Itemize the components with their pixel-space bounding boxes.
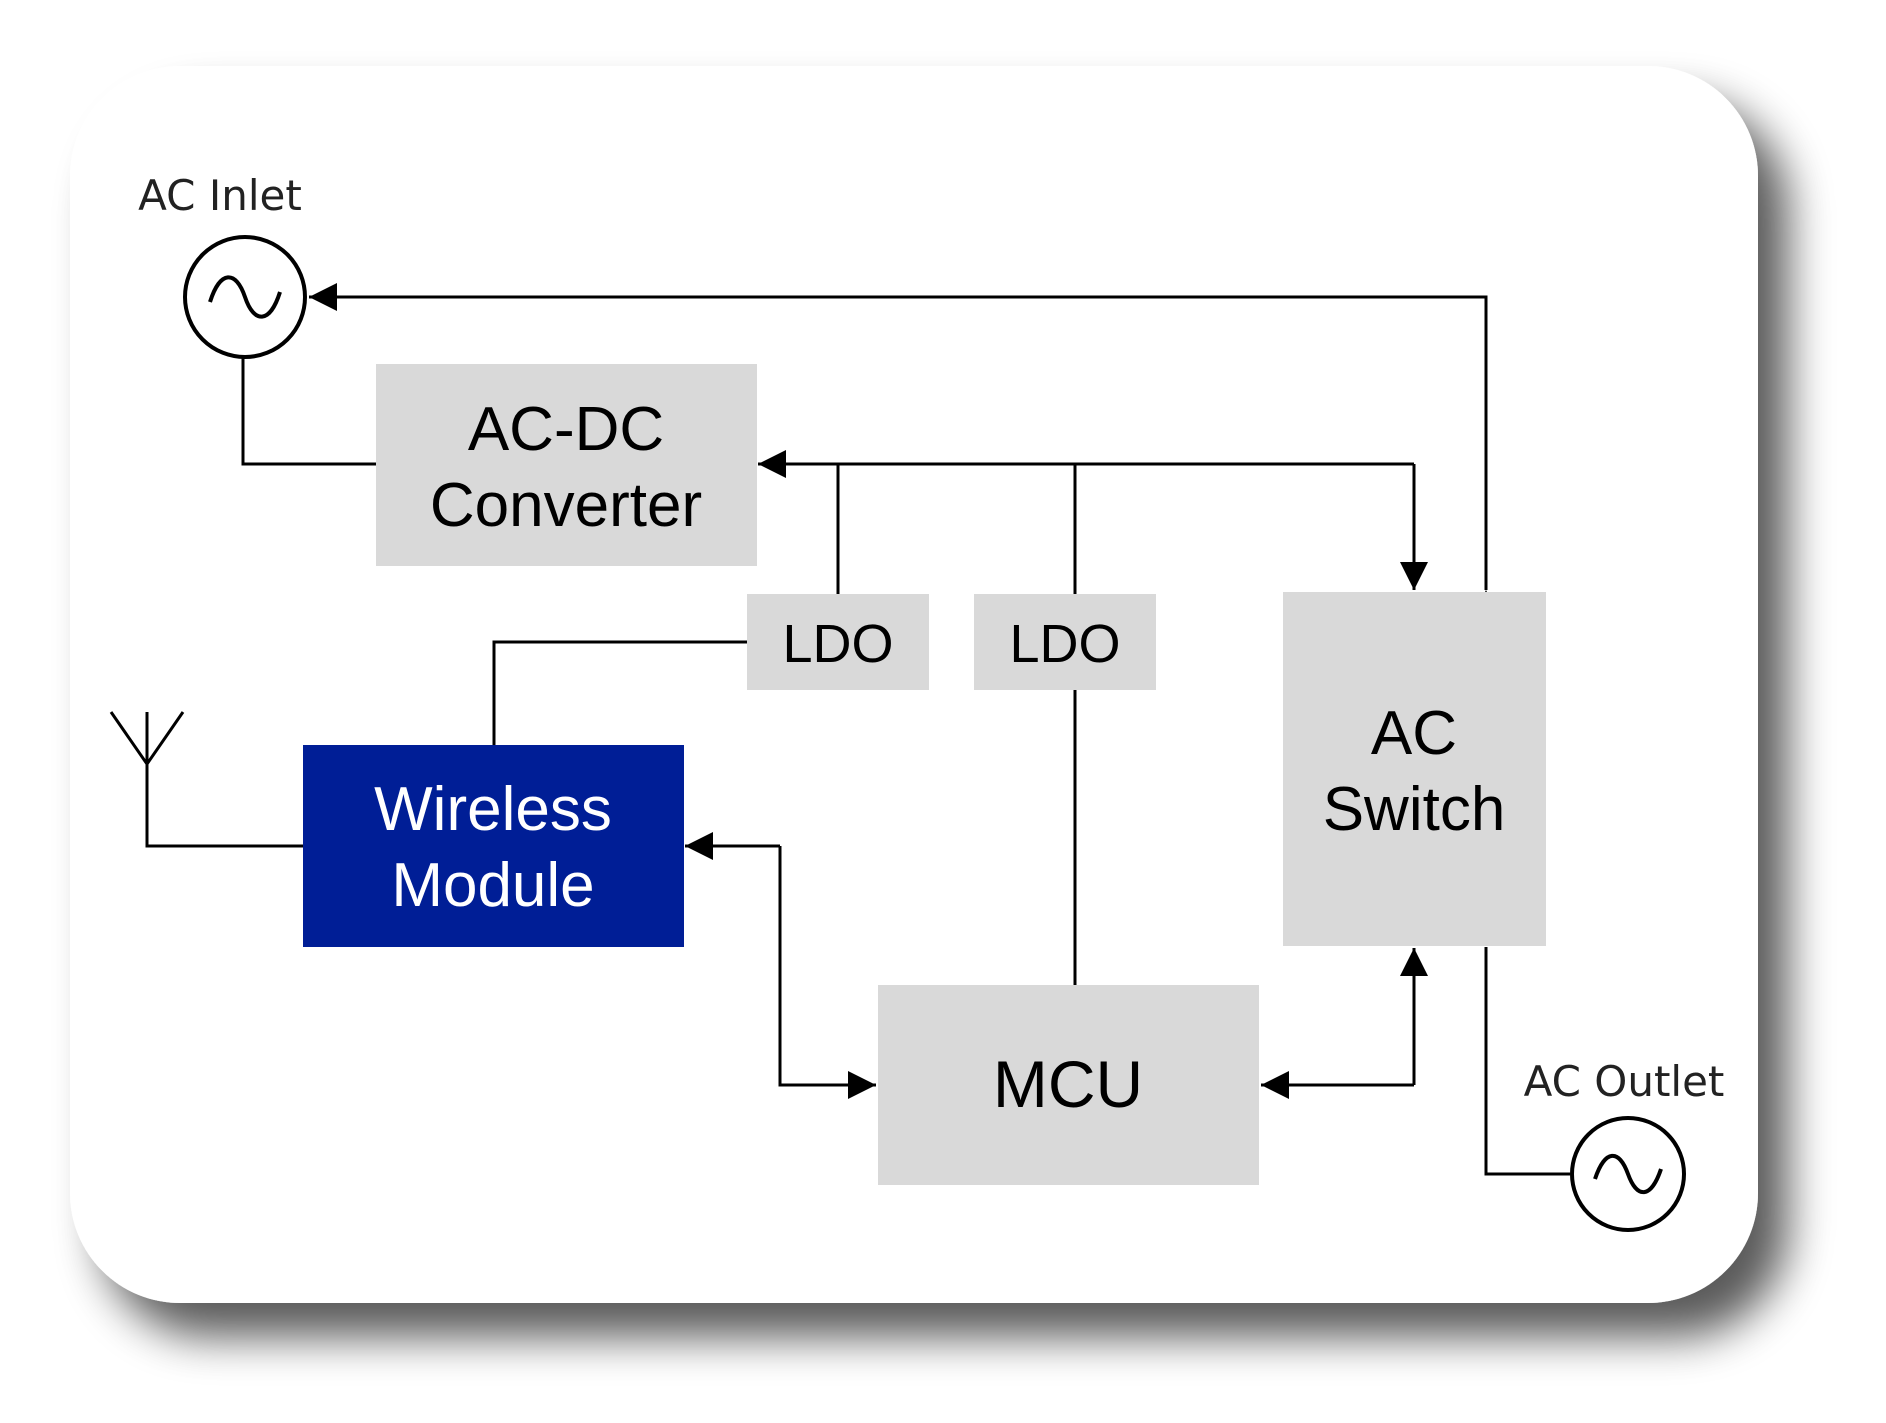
ac-switch-label-line2: Switch xyxy=(1323,775,1506,844)
wire-inlet-to-switch xyxy=(309,283,1500,618)
wireless-module-label-line2: Module xyxy=(391,851,594,920)
ac-switch-block: AC Switch xyxy=(1283,592,1546,946)
ac-dc-converter-label-line1: AC-DC xyxy=(468,395,664,464)
wire-antenna-to-wireless xyxy=(145,764,303,848)
ac-dc-converter-label-line2: Converter xyxy=(430,471,702,540)
wire-wireless-to-mcu xyxy=(778,846,876,1099)
mcu-label: MCU xyxy=(993,1047,1143,1121)
ldo-right-block: LDO xyxy=(974,594,1156,690)
sine-wave-icon xyxy=(208,275,282,319)
antenna-icon xyxy=(109,711,185,767)
ldo-left-label: LDO xyxy=(782,614,893,674)
connections xyxy=(145,283,1570,1176)
ac-dc-converter-block: AC-DC Converter xyxy=(376,364,757,566)
wireless-module-block: Wireless Module xyxy=(303,745,684,947)
ac-inlet: AC Inlet xyxy=(138,171,307,359)
ac-outlet: AC Outlet xyxy=(1524,1057,1725,1232)
sine-wave-icon xyxy=(1593,1153,1663,1195)
wireless-module-label-line1: Wireless xyxy=(374,775,612,844)
wire-ldo-to-wireless xyxy=(492,640,747,745)
mcu-block: MCU xyxy=(878,985,1259,1185)
ac-switch-label-line1: AC xyxy=(1371,699,1457,768)
ac-outlet-label: AC Outlet xyxy=(1524,1057,1725,1106)
ldo-right-label: LDO xyxy=(1009,614,1120,674)
wire-switch-to-outlet xyxy=(1484,947,1570,1176)
ac-inlet-label: AC Inlet xyxy=(138,171,302,220)
ldo-left-block: LDO xyxy=(747,594,929,690)
